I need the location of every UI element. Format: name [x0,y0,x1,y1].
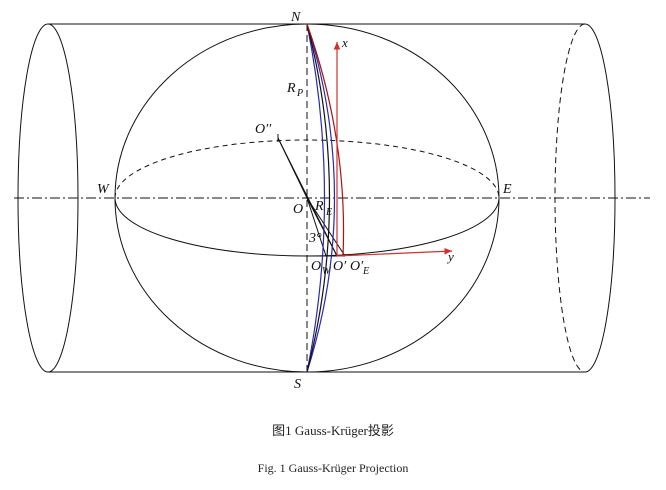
ellipsoid [14,23,650,373]
label-o-west: O [311,259,321,274]
meridian-blue-outer [306,23,336,373]
label-equatorial-radius: R [314,199,324,214]
label-o-double-prime: O′′ [255,122,272,137]
label-polar-radius: R [286,81,296,96]
label-angle: 3° [308,231,322,246]
meridian-black [306,23,331,373]
label-south: S [294,377,301,392]
label-o-east: O′ [350,259,364,274]
label-x-axis: x [341,35,348,50]
caption-english: Fig. 1 Gauss-Krüger Projection [257,461,409,475]
caption-chinese: 图1 Gauss-Krüger投影 [272,423,394,438]
labels: N S W E O x y R P O′′ R E 3° O W O′ O′ E [97,10,512,392]
label-west: W [97,182,110,197]
y-axis-arrow [336,247,453,257]
label-y-axis: y [446,249,454,264]
label-o-east-sub: E [362,266,369,277]
meridian-blue-inner [306,23,326,373]
label-east: E [502,182,512,197]
label-equatorial-radius-sub: E [325,207,332,218]
label-o-prime: O′ [333,259,347,274]
label-north: N [290,10,301,25]
label-polar-radius-sub: P [296,88,303,99]
label-center: O [293,202,303,217]
projection-axes [333,42,453,257]
line-o-to-oe [306,197,346,257]
label-o-west-sub: W [322,266,332,277]
